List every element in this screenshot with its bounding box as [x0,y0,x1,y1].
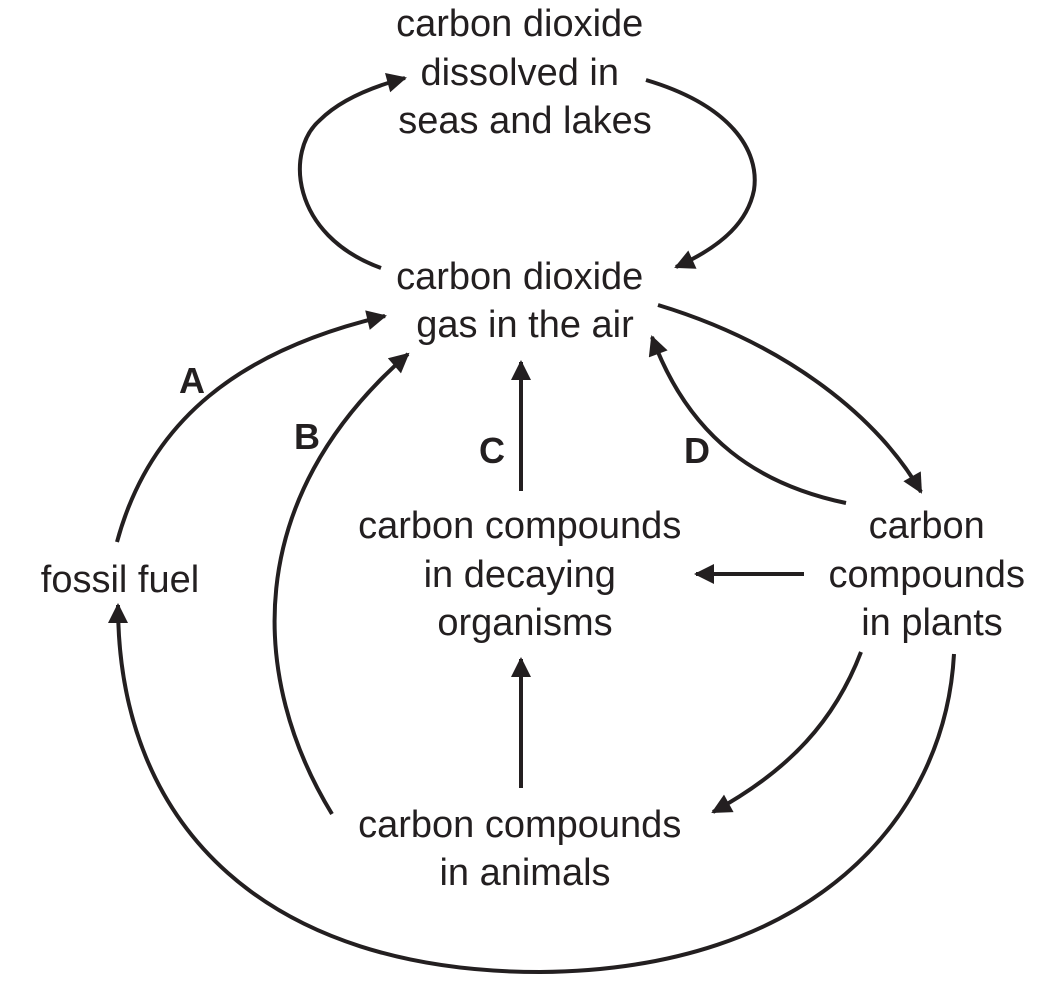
arrow-air-to-plants [657,303,923,494]
arrow-label-a: A [179,360,205,401]
node-line: carbon dioxide [396,256,643,298]
arrow-label-d: D [684,430,710,471]
node-line: carbon compounds [358,804,681,846]
node-line: seas and lakes [398,100,652,142]
arrow-b-animals-to-air [272,352,410,816]
arrow-label-b: B [294,416,320,457]
node-line: in animals [439,852,610,894]
node-co2-air: carbon dioxide gas in the air [396,256,654,346]
node-line: in plants [861,602,1003,644]
node-line: dissolved in [420,52,619,94]
arrow-plants-to-animals [711,651,863,814]
arrow-dissolved-to-air [645,78,757,269]
node-line: carbon [869,505,985,547]
node-animals: carbon compounds in animals [358,804,692,894]
node-line: compounds [828,554,1024,596]
node-line: organisms [437,602,612,644]
arrow-label-c: C [479,430,505,471]
arrow-plants-to-fossil [108,603,956,975]
arrow-a-fossil-to-air [115,310,387,543]
node-line: gas in the air [416,304,634,346]
node-line: carbon compounds [358,505,681,547]
node-line: fossil fuel [41,559,199,601]
node-line: in decaying [424,554,616,596]
node-co2-dissolved: carbon dioxide dissolved in seas and lak… [396,3,654,142]
node-fossil-fuel: fossil fuel [41,559,199,601]
node-plants: carbon compounds in plants [828,505,1035,644]
arrow-d-plants-to-air [648,335,847,505]
node-decaying-organisms: carbon compounds in decaying organisms [358,505,692,644]
node-line: carbon dioxide [396,3,643,45]
arrow-air-to-dissolved [297,72,407,270]
